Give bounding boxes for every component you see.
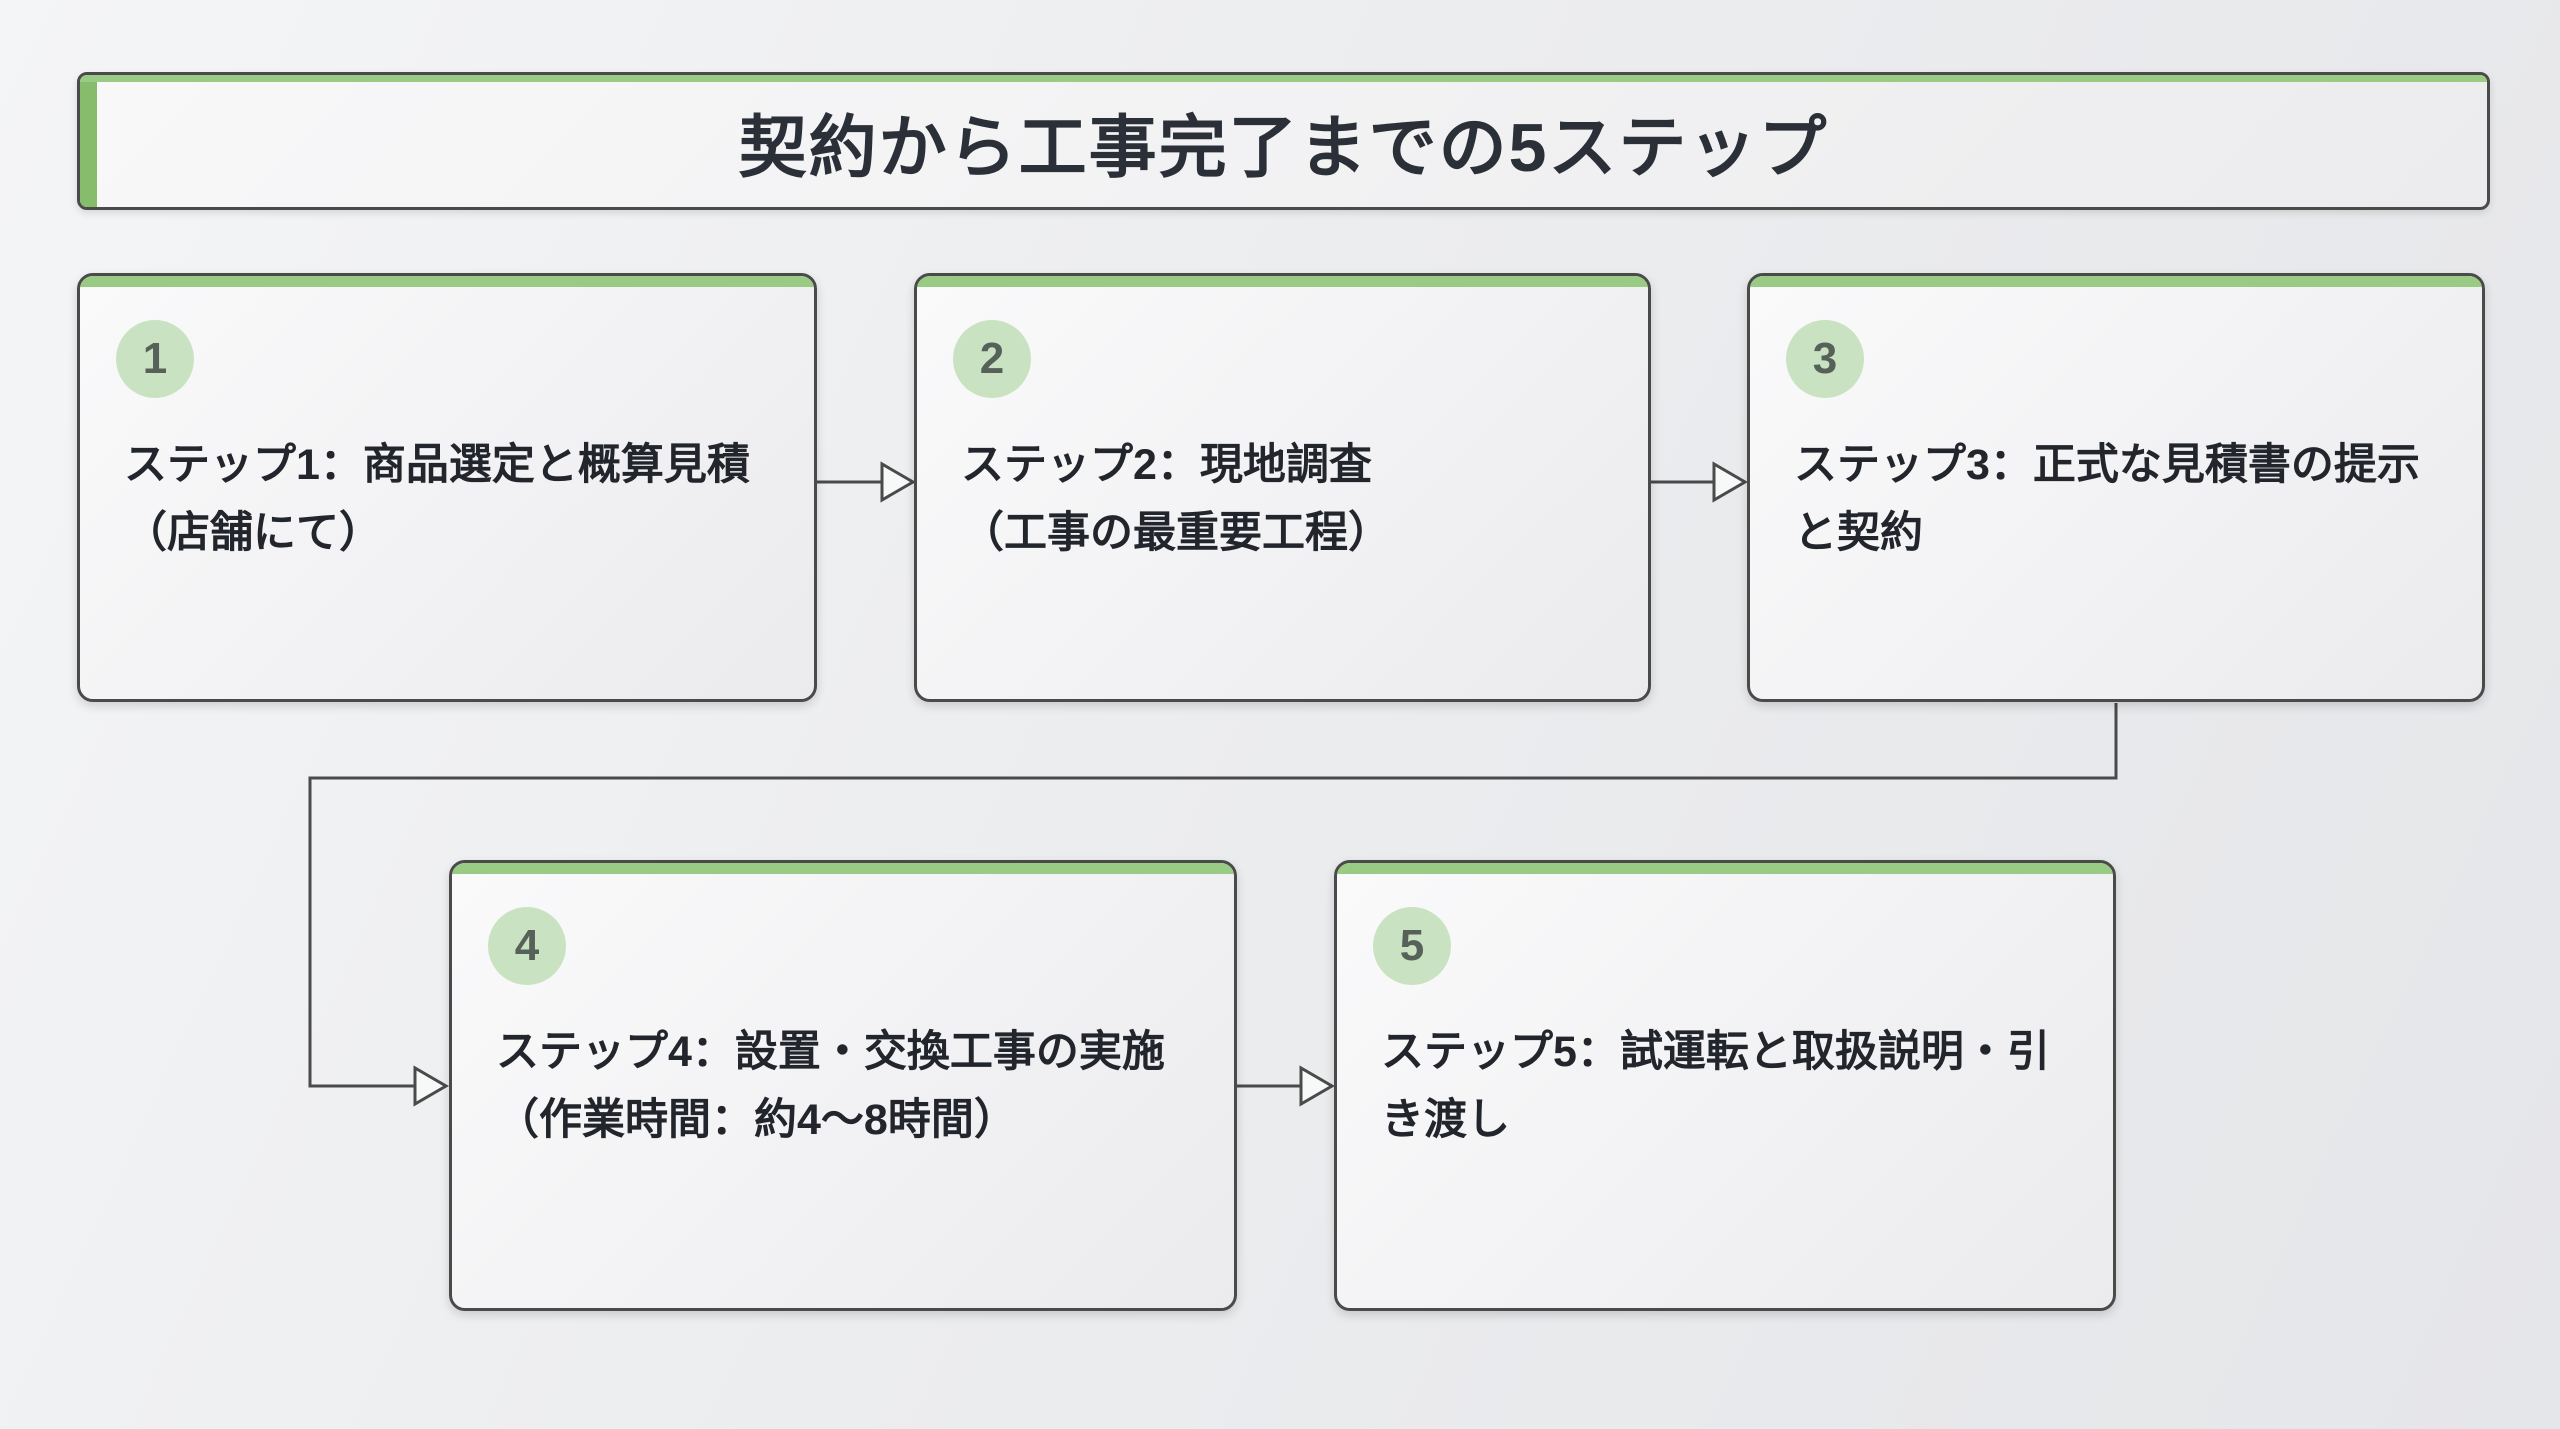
arrow-head-step1-step2 bbox=[880, 461, 916, 503]
arrow-head-step4-step5 bbox=[1299, 1065, 1335, 1107]
title-top-accent-bar bbox=[80, 75, 2487, 82]
step4-top-accent bbox=[452, 863, 1234, 874]
step5-label: ステップ5：試運転と取扱説明・引 き渡し bbox=[1381, 1028, 2050, 1144]
step5-top-accent bbox=[1337, 863, 2113, 874]
step3-number-badge: 3 bbox=[1786, 320, 1864, 398]
title-left-accent-bar bbox=[80, 75, 97, 207]
step1-number-badge: 1 bbox=[116, 320, 194, 398]
arrow-head-step2-step3 bbox=[1712, 461, 1748, 503]
step2-top-accent bbox=[917, 276, 1648, 287]
title-bar: 契約から工事完了までの5ステップ bbox=[77, 72, 2490, 210]
step3-label: ステップ3：正式な見積書の提示 と契約 bbox=[1794, 441, 2420, 557]
step-box-4: 4 ステップ4：設置・交換工事の実施 （作業時間：約4〜8時間） bbox=[449, 860, 1237, 1311]
step-box-3: 3 ステップ3：正式な見積書の提示 と契約 bbox=[1747, 273, 2485, 702]
step-box-1: 1 ステップ1：商品選定と概算見積 （店舗にて） bbox=[77, 273, 817, 702]
step4-number-badge: 4 bbox=[488, 907, 566, 985]
step3-top-accent bbox=[1750, 276, 2482, 287]
step5-number-badge: 5 bbox=[1373, 907, 1451, 985]
page-title: 契約から工事完了までの5ステップ bbox=[738, 109, 1829, 186]
step2-label: ステップ2：現地調査 （工事の最重要工程） bbox=[961, 441, 1391, 557]
step-box-5: 5 ステップ5：試運転と取扱説明・引 き渡し bbox=[1334, 860, 2116, 1311]
arrow-head-step3-step4 bbox=[413, 1065, 449, 1107]
step1-label: ステップ1：商品選定と概算見積 （店舗にて） bbox=[124, 441, 750, 557]
step1-top-accent bbox=[80, 276, 814, 287]
step4-label: ステップ4：設置・交換工事の実施 （作業時間：約4〜8時間） bbox=[496, 1028, 1165, 1144]
step2-number-badge: 2 bbox=[953, 320, 1031, 398]
step-box-2: 2 ステップ2：現地調査 （工事の最重要工程） bbox=[914, 273, 1651, 702]
